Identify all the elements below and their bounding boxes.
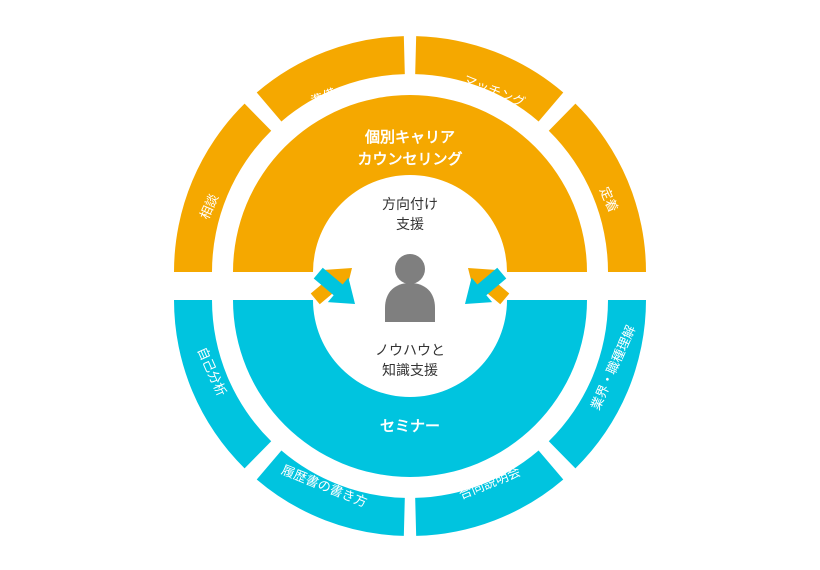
counseling-title-line2: カウンセリング xyxy=(357,150,462,168)
seminar-ring xyxy=(233,300,587,477)
seminar-title: セミナー xyxy=(380,417,440,435)
segment-goudou xyxy=(415,450,564,536)
arrow-bottom-left xyxy=(313,267,355,304)
segment-teichaku xyxy=(548,103,646,272)
outer-ring-top xyxy=(174,36,646,272)
arrows xyxy=(310,267,510,305)
counseling-ring xyxy=(233,95,587,273)
direction-support-line1: 方向付け xyxy=(382,197,438,213)
segment-gyokai xyxy=(548,300,646,469)
outer-ring-bottom xyxy=(174,300,646,536)
knowhow-support-line1: ノウハウと xyxy=(375,343,445,359)
segment-junbi xyxy=(256,36,405,122)
arrow-bottom-right xyxy=(465,267,507,304)
segment-soudan xyxy=(174,103,272,272)
segment-matching xyxy=(415,36,564,122)
counseling-title-line1: 個別キャリア xyxy=(364,128,455,146)
knowhow-support-line2: 知識支援 xyxy=(382,362,438,379)
direction-support-line2: 支援 xyxy=(396,217,424,233)
segment-business xyxy=(256,450,405,536)
person-icon xyxy=(385,254,435,322)
segment-jiko xyxy=(174,300,272,469)
